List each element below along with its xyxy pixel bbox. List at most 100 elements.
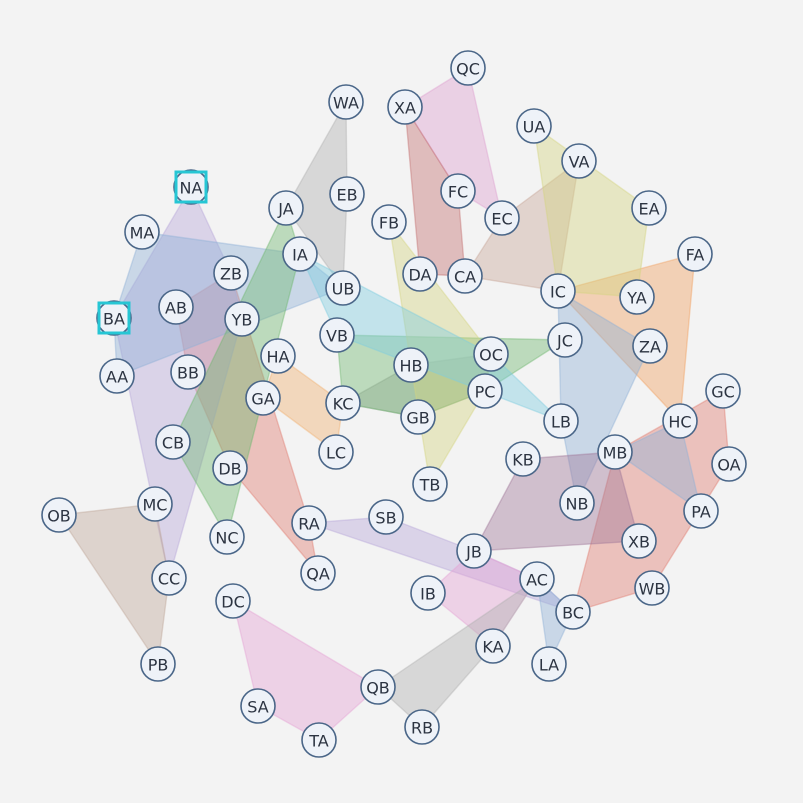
node-circle (540, 273, 576, 309)
node-qb[interactable]: QB (360, 669, 396, 705)
node-pb[interactable]: PB (140, 646, 176, 682)
node-bb[interactable]: BB (170, 354, 206, 390)
node-va[interactable]: VA (561, 143, 597, 179)
node-ha[interactable]: HA (260, 338, 296, 374)
node-circle (393, 347, 429, 383)
set-hull-23[interactable] (536, 578, 574, 665)
node-mb[interactable]: MB (597, 434, 633, 470)
node-eb[interactable]: EB (329, 176, 365, 212)
node-lc[interactable]: LC (318, 434, 354, 470)
node-ka[interactable]: KA (475, 628, 511, 664)
node-label: MB (603, 444, 628, 463)
node-bc[interactable]: BC (555, 594, 591, 630)
node-label: IA (292, 246, 308, 265)
node-label: SA (247, 698, 268, 717)
node-circle (173, 169, 209, 205)
node-pc[interactable]: PC (467, 373, 503, 409)
node-ua[interactable]: UA (516, 108, 552, 144)
node-qc[interactable]: QC (450, 50, 486, 86)
node-label: GA (251, 390, 274, 409)
node-rb[interactable]: RB (404, 709, 440, 745)
node-pa[interactable]: PA (683, 493, 719, 529)
node-lb[interactable]: LB (543, 403, 579, 439)
node-kb[interactable]: KB (505, 441, 541, 477)
node-gb[interactable]: GB (400, 399, 436, 435)
node-gc[interactable]: GC (705, 373, 741, 409)
node-db[interactable]: DB (212, 450, 248, 486)
node-ub[interactable]: UB (325, 270, 361, 306)
node-ta[interactable]: TA (301, 722, 337, 758)
set-hull-2[interactable] (557, 253, 696, 422)
node-label: IC (550, 283, 566, 302)
node-oa[interactable]: OA (711, 446, 747, 482)
node-za[interactable]: ZA (632, 328, 668, 364)
node-vb[interactable]: VB (319, 317, 355, 353)
node-kc[interactable]: KC (325, 385, 361, 421)
node-na[interactable]: NA (173, 169, 209, 205)
node-ea[interactable]: EA (631, 190, 667, 226)
node-circle (387, 89, 423, 125)
node-label: LA (539, 656, 559, 675)
node-label: AB (165, 299, 187, 318)
node-label: RA (298, 515, 319, 534)
node-ja[interactable]: JA (268, 190, 304, 226)
node-wa[interactable]: WA (328, 84, 364, 120)
node-fb[interactable]: FB (371, 204, 407, 240)
node-ba[interactable]: BA (96, 300, 132, 336)
node-sa[interactable]: SA (240, 688, 276, 724)
node-ib[interactable]: IB (410, 575, 446, 611)
node-ya[interactable]: YA (619, 279, 655, 315)
node-qa[interactable]: QA (300, 555, 336, 591)
node-fc[interactable]: FC (440, 173, 476, 209)
node-xb[interactable]: XB (621, 523, 657, 559)
node-circle (260, 338, 296, 374)
node-label: ZA (639, 338, 661, 357)
node-ia[interactable]: IA (282, 236, 318, 272)
node-sb[interactable]: SB (368, 499, 404, 535)
node-la[interactable]: LA (531, 646, 567, 682)
node-oc[interactable]: OC (473, 336, 509, 372)
node-circle (301, 722, 337, 758)
node-zb[interactable]: ZB (213, 255, 249, 291)
node-ab[interactable]: AB (158, 289, 194, 325)
node-ma[interactable]: MA (124, 214, 160, 250)
node-ra[interactable]: RA (291, 505, 327, 541)
node-circle (41, 497, 77, 533)
node-cc[interactable]: CC (151, 560, 187, 596)
node-label: ZB (220, 265, 242, 284)
node-ca[interactable]: CA (447, 258, 483, 294)
node-nb[interactable]: NB (559, 485, 595, 521)
node-yb[interactable]: YB (224, 301, 260, 337)
node-nc[interactable]: NC (209, 519, 245, 555)
node-ic[interactable]: IC (540, 273, 576, 309)
node-circle (99, 358, 135, 394)
node-hc[interactable]: HC (662, 403, 698, 439)
node-cb[interactable]: CB (155, 424, 191, 460)
node-circle (325, 385, 361, 421)
node-ac[interactable]: AC (519, 561, 555, 597)
node-circle (96, 300, 132, 336)
node-wb[interactable]: WB (634, 570, 670, 606)
node-jb[interactable]: JB (456, 533, 492, 569)
node-circle (328, 84, 364, 120)
node-da[interactable]: DA (402, 256, 438, 292)
node-ec[interactable]: EC (484, 200, 520, 236)
node-dc[interactable]: DC (215, 583, 251, 619)
node-tb[interactable]: TB (412, 466, 448, 502)
node-hb[interactable]: HB (393, 347, 429, 383)
node-xa[interactable]: XA (387, 89, 423, 125)
node-circle (291, 505, 327, 541)
node-label: BC (562, 604, 584, 623)
node-ga[interactable]: GA (245, 380, 281, 416)
set-hull-24[interactable] (614, 420, 702, 512)
node-circle (368, 499, 404, 535)
node-mc[interactable]: MC (137, 486, 173, 522)
node-ob[interactable]: OB (41, 497, 77, 533)
node-label: HB (399, 357, 422, 376)
node-aa[interactable]: AA (99, 358, 135, 394)
node-jc[interactable]: JC (547, 322, 583, 358)
node-circle (543, 403, 579, 439)
node-label: DA (409, 266, 432, 285)
node-fa[interactable]: FA (677, 236, 713, 272)
